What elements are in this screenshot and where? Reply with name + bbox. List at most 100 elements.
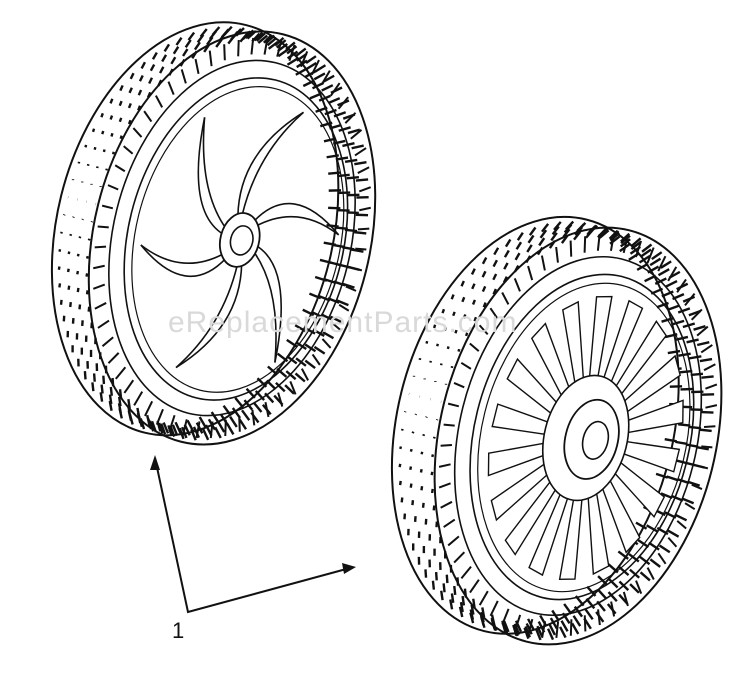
tread-block	[582, 618, 593, 628]
tread-block	[689, 354, 701, 361]
tread-block	[89, 239, 90, 241]
tread-block	[106, 169, 107, 171]
tread-block	[66, 331, 69, 337]
tread-block	[111, 115, 112, 119]
tread-block	[89, 350, 92, 357]
tread-block	[400, 481, 401, 485]
sidewall-tick	[658, 255, 665, 271]
tread-block	[433, 506, 435, 511]
tread-block	[399, 464, 400, 467]
tread-block	[70, 234, 71, 236]
tread-block	[413, 432, 414, 434]
tread-block	[104, 150, 105, 152]
tread-block	[71, 345, 74, 352]
tread-block	[102, 131, 103, 134]
tread-block	[667, 477, 679, 481]
wheel-rear	[350, 186, 750, 675]
tread-block	[70, 302, 72, 307]
sidewall-tick	[312, 59, 319, 75]
tread-block	[401, 498, 403, 503]
sidewall-tick	[351, 268, 362, 271]
tread-block	[418, 532, 421, 538]
tread-block	[411, 449, 412, 451]
tread-block	[433, 549, 436, 556]
sidewall-tick	[359, 205, 370, 213]
tread-block	[700, 356, 712, 363]
tread-block	[68, 269, 69, 272]
tread-block	[422, 503, 424, 508]
tread-block	[77, 271, 78, 274]
sidewall-tick	[249, 410, 258, 425]
tread-block	[659, 545, 671, 552]
tread-block	[86, 273, 87, 276]
tread-block	[596, 589, 608, 598]
wheel-body	[10, 0, 416, 475]
sidewall-tick	[358, 226, 369, 232]
tread-block	[88, 164, 89, 166]
tread-block	[60, 300, 62, 305]
sidewall-tick	[608, 602, 618, 617]
wheel-front	[10, 0, 416, 475]
sidewall-tick	[697, 466, 708, 469]
tread-block	[675, 515, 687, 520]
tread-block	[322, 83, 333, 93]
tread-block	[97, 166, 98, 168]
sidewall-tick	[595, 609, 604, 625]
tread-block	[702, 391, 714, 397]
tread-block	[407, 529, 410, 535]
tread-block	[697, 340, 709, 348]
tread-block	[120, 118, 121, 122]
tread-block	[240, 410, 251, 420]
tread-block	[63, 316, 65, 322]
tread-block	[410, 467, 411, 470]
callout-leader-lines	[150, 455, 356, 612]
tread-block	[79, 162, 80, 164]
sidewall-tick	[705, 382, 716, 391]
tread-block	[701, 410, 713, 415]
tread-block	[680, 386, 692, 392]
tread-block	[76, 333, 79, 339]
tread-block	[101, 113, 102, 117]
sidewall-tick	[676, 521, 687, 529]
tread-block	[430, 361, 431, 363]
tread-block	[700, 428, 712, 433]
tread-block	[667, 531, 679, 537]
tread-block	[441, 364, 442, 366]
sidewall-tick	[359, 185, 370, 194]
wheel-body	[350, 186, 750, 675]
sidewall-tick	[321, 339, 332, 348]
sidewall-tick	[656, 553, 667, 564]
tread-block	[72, 318, 74, 324]
tread-block	[61, 232, 62, 234]
tread-block	[400, 446, 401, 448]
tread-block	[402, 429, 403, 431]
tread-block	[421, 469, 422, 472]
tread-block	[422, 546, 425, 553]
tread-block	[437, 344, 438, 346]
tread-block	[404, 514, 406, 520]
tread-block	[79, 304, 81, 309]
tread-block	[423, 434, 424, 436]
tread-block	[412, 543, 415, 550]
tread-block	[432, 489, 433, 493]
tread-block	[87, 256, 88, 258]
tread-block	[432, 454, 433, 456]
tread-block	[682, 462, 694, 465]
tread-block	[249, 413, 260, 423]
tread-block	[639, 572, 651, 580]
tread-block	[420, 358, 421, 360]
tread-block	[228, 417, 239, 427]
tire-back-edge	[10, 0, 379, 466]
arrowhead-up	[150, 455, 160, 470]
tread-block	[422, 452, 423, 454]
tread-block	[81, 320, 83, 326]
tread-block	[59, 283, 60, 287]
arrowhead-right	[342, 563, 356, 574]
sidewall-tick	[358, 165, 369, 175]
tread-block	[68, 286, 69, 290]
tread-block	[427, 341, 428, 343]
sidewall-tick	[684, 503, 695, 509]
tread-block	[93, 129, 94, 132]
tread-block	[425, 519, 427, 525]
callout-label: 1	[172, 618, 184, 644]
